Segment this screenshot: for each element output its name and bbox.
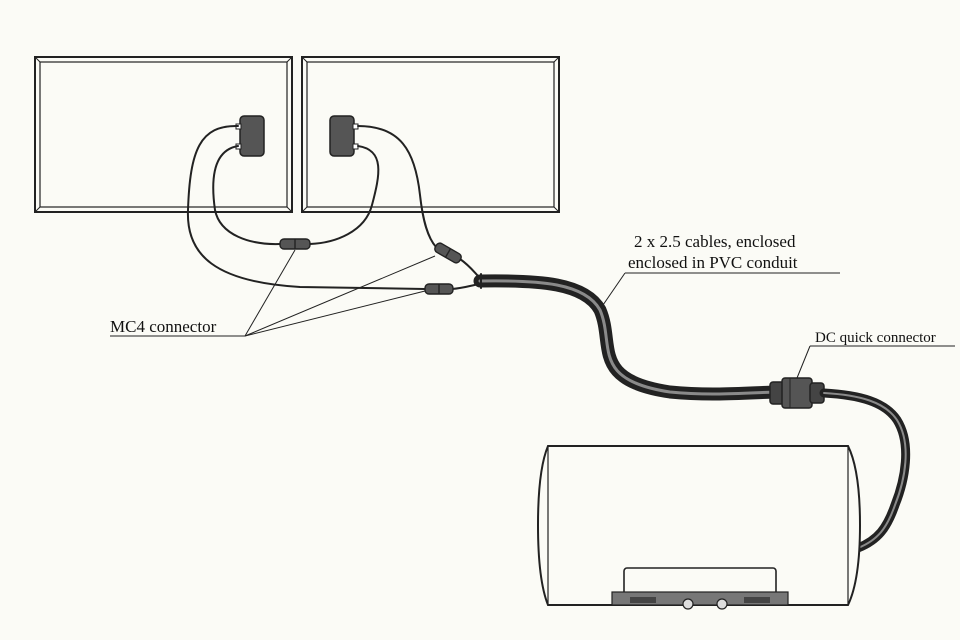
mc4-connector-upper <box>434 242 462 264</box>
dc-quick-connector <box>769 377 825 409</box>
pvc-conduit <box>473 273 782 401</box>
output-cable <box>819 388 911 553</box>
dc-quick-connector-label: DC quick connector <box>815 330 936 346</box>
junction-box-right <box>329 115 359 157</box>
mc4-connector-middle <box>279 238 311 250</box>
leader-lines <box>110 249 955 379</box>
mc4-connector-lower <box>424 283 454 295</box>
solar-panel-left <box>34 56 293 213</box>
panel-cables <box>186 124 481 290</box>
solar-panel-right <box>301 56 560 213</box>
junction-box-left <box>235 115 265 157</box>
power-station-unit <box>536 445 862 610</box>
cable-label-line2: enclosed in PVC conduit <box>628 253 798 272</box>
cable-label-line1: 2 x 2.5 cables, enclosed <box>634 232 796 251</box>
mc4-connector-label: MC4 connector <box>110 317 217 336</box>
